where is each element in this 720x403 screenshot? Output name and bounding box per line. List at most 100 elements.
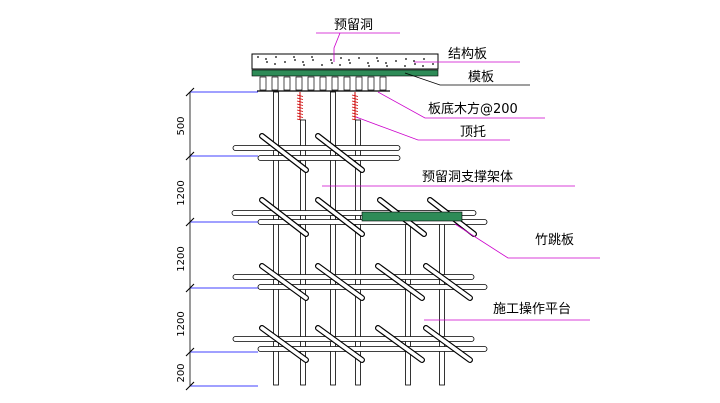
dimension-tick [185, 151, 195, 161]
timber-joist [343, 76, 351, 91]
slab-hatch-dot [340, 57, 342, 59]
slab-hatch-dot [293, 56, 295, 58]
slab-hatch-dot [303, 64, 305, 66]
top-support-jacks [296, 92, 359, 121]
horizontal-tube [257, 155, 401, 161]
jack-thread [351, 97, 359, 100]
slab-hatch-dot [377, 60, 379, 62]
jack-thread [296, 94, 304, 97]
diagonal-tube-core [260, 264, 308, 300]
diagonal-tube-core [316, 264, 364, 300]
slab-hatch-dot [275, 56, 277, 58]
slab-hatch-dot [302, 61, 304, 63]
timber-joists [259, 76, 387, 91]
slab-hatch-dot [330, 59, 332, 61]
slab-hatch-dot [339, 64, 341, 66]
diagonal-tube-core [316, 134, 364, 172]
top-support-jack [296, 92, 304, 121]
label-structural-slab: 结构板 [448, 47, 487, 62]
slab-hatch-dot [367, 62, 369, 64]
slab-hatch-dot [395, 60, 397, 62]
slab-hatch-dot [348, 59, 350, 61]
slab-hatch-dot [274, 63, 276, 65]
leader-lines [316, 32, 600, 321]
slab-hatch-dot [368, 65, 370, 67]
dimension-tick [185, 217, 195, 227]
jack-thread [296, 100, 304, 103]
label-timber-joists: 板底木方@200 [428, 101, 518, 117]
diagonal-tube-core [260, 134, 308, 172]
diagonal-tube-core [316, 198, 364, 236]
vertical-pole [405, 223, 411, 386]
top-support-jack [351, 92, 359, 121]
slab-concrete-hatch [257, 56, 434, 67]
jack-thread [296, 106, 304, 109]
dimension-tick [185, 381, 195, 391]
timber-joist [367, 76, 375, 91]
timber-joist [379, 76, 387, 91]
timber-joist [331, 76, 339, 91]
jack-thread [351, 100, 359, 103]
slab-hatch-dot [265, 58, 267, 60]
dimension-1200-c: 1200 [176, 311, 187, 336]
formwork [251, 69, 439, 77]
vertical-pole [439, 223, 445, 386]
slab-hatch-dot [331, 62, 333, 64]
timber-joist [283, 76, 291, 91]
dimension-200: 200 [176, 363, 187, 382]
timber-joist [295, 76, 303, 91]
timber-joist [319, 76, 327, 91]
jack-thread [351, 103, 359, 106]
diagonal-tube-core [260, 326, 308, 362]
timber-joist [355, 76, 363, 91]
diagonal-tube-core [316, 326, 364, 362]
timber-joist [259, 76, 267, 91]
vertical-pole [330, 91, 336, 386]
vertical-pole [273, 91, 279, 386]
diagonal-tube-core [376, 264, 424, 300]
horizontal-tube [232, 336, 475, 342]
jack-thread [296, 112, 304, 115]
dimension-tick [185, 283, 195, 293]
dimension-1200-b: 1200 [176, 246, 187, 271]
bamboo-board [361, 211, 463, 222]
jack-thread [351, 94, 359, 97]
label-work-platform: 施工操作平台 [493, 301, 571, 317]
jack-thread [296, 97, 304, 100]
diagonal-tube-core [424, 264, 472, 300]
jack-thread [351, 109, 359, 112]
slab-hatch-dot [349, 62, 351, 64]
jack-thread [296, 109, 304, 112]
scaffold-diagonal-tubes [259, 133, 477, 363]
slab-hatch-dot [358, 57, 360, 59]
dimension-chain [185, 87, 258, 391]
label-hole-scaffold: 预留洞支撑架体 [422, 170, 513, 185]
slab-hatch-dot [432, 63, 434, 65]
dimension-tick [185, 347, 195, 357]
slab-hatch-dot [404, 65, 406, 67]
slab-hatch-dot [284, 61, 286, 63]
slab-hatch-dot [312, 59, 314, 61]
diagonal-tube-core [424, 326, 472, 362]
jack-thread [296, 103, 304, 106]
horizontal-tube [257, 284, 488, 290]
slab-hatch-dot [386, 65, 388, 67]
slab-hatch-dot [385, 62, 387, 64]
slab-hatch-dot [422, 65, 424, 67]
diagonal-tube-core [376, 326, 424, 362]
label-formwork: 模板 [468, 70, 494, 85]
label-reserved-hole: 预留洞 [334, 18, 373, 33]
label-bamboo-board: 竹跳板 [535, 233, 574, 248]
slab-hatch-dot [294, 59, 296, 61]
dimension-500: 500 [176, 116, 187, 135]
vertical-pole [355, 119, 361, 386]
label-top-support: 顶托 [460, 125, 486, 140]
slab-hatch-dot [414, 63, 416, 65]
jack-thread [351, 112, 359, 115]
diagonal-tube-core [260, 198, 308, 236]
dimension-tick [185, 87, 195, 97]
dimension-1200-a: 1200 [176, 180, 187, 205]
timber-joist [307, 76, 315, 91]
jack-thread [296, 115, 304, 118]
